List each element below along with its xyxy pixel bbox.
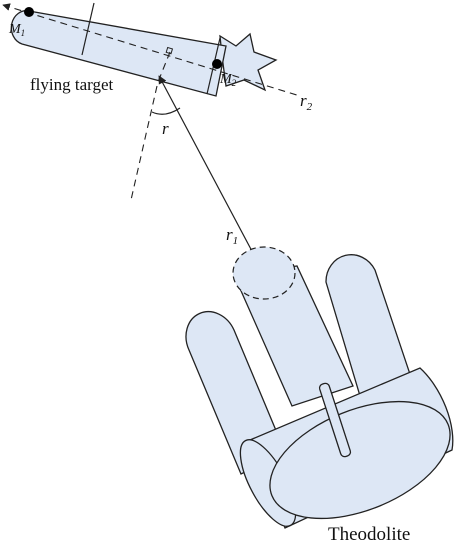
theodolite — [185, 246, 454, 529]
vertical-pin — [318, 382, 352, 458]
point-m2 — [212, 59, 222, 69]
line-of-sight-r1 — [158, 75, 263, 271]
right-angle-marker — [165, 46, 174, 55]
label-r2: r2 — [300, 91, 313, 113]
target-axis-r2 — [2, 3, 301, 97]
label-m1-sub: 1 — [21, 28, 26, 38]
line-of-sight-extension — [130, 85, 158, 201]
label-flying-target: flying target — [30, 75, 114, 94]
central-cylinder-top — [232, 246, 296, 300]
label-m2-sub: 2 — [232, 78, 237, 88]
point-m1 — [24, 7, 34, 17]
label-m1: M1 — [8, 22, 25, 38]
left-tube — [185, 311, 286, 475]
right-tube — [325, 254, 419, 417]
base-drum-front — [269, 400, 451, 520]
label-angle-r: r — [162, 119, 169, 138]
label-r1: r1 — [226, 225, 238, 247]
angle-arc — [151, 107, 181, 115]
nose-divider — [81, 2, 95, 56]
missile-body — [10, 10, 227, 97]
label-theodolite: Theodolite — [328, 524, 410, 544]
label-m2: M2 — [219, 72, 237, 88]
label-r2-sub: 2 — [307, 101, 313, 113]
label-r1-sub: 1 — [233, 235, 239, 247]
